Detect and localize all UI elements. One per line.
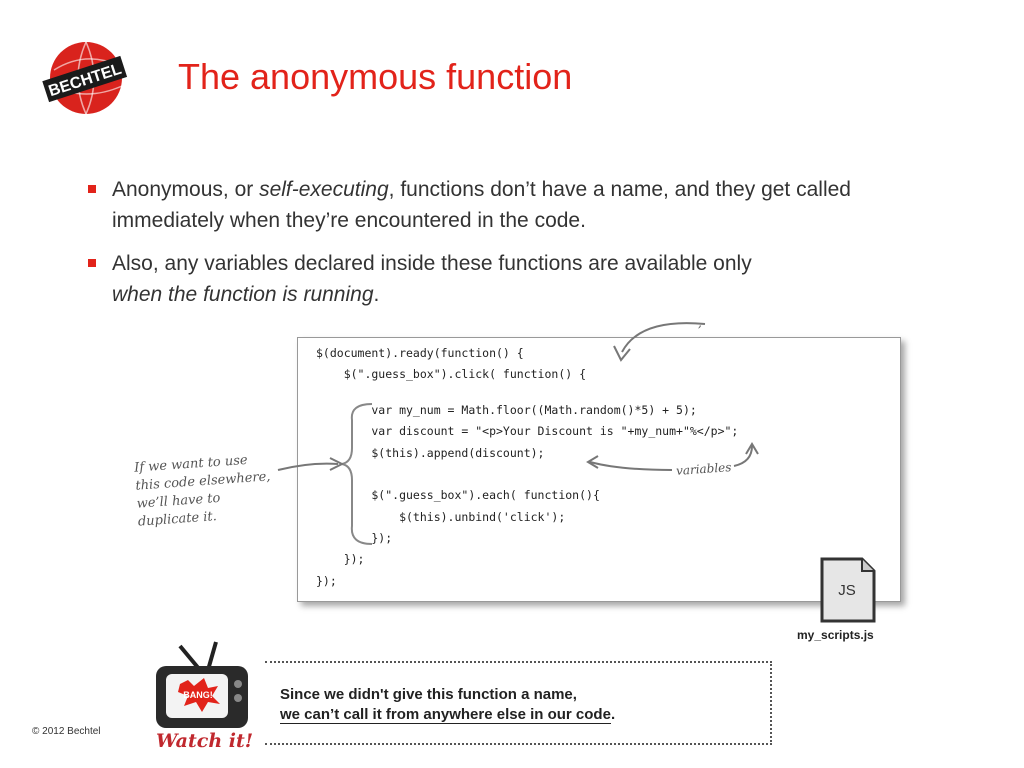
bang-text: BANG! [183,690,213,700]
bullet-italic-text: when the function is running [112,283,374,306]
watch-it-callout [265,661,772,745]
code-line: }); [316,574,337,588]
code-line: var discount = "<p>Your Discount is "+my… [316,424,739,438]
bullet-marker-icon [88,185,96,193]
code-line: $(this).append(discount); [316,446,545,460]
top-annotation-mark: , [698,316,702,330]
watch-it-label: Watch it! [156,730,254,752]
code-line: $(document).ready(function() { [316,346,524,360]
bullet-text: Also, any variables declared inside thes… [112,252,752,275]
bullet-item-2: Also, any variables declared inside thes… [88,248,968,310]
watch-it-line2-end: . [610,706,616,723]
code-line: $(this).unbind('click'); [316,510,566,524]
code-panel [297,337,901,602]
bullet-marker-icon [88,259,96,267]
code-line: $(".guess_box").each( function(){ [316,488,600,502]
copyright-text: © 2012 Bechtel [32,726,101,737]
file-icon-text: JS [838,582,856,599]
js-file-icon: JS [818,555,878,625]
code-line: var my_num = Math.floor((Math.random()*5… [316,403,697,417]
bullet-text: . [373,283,380,306]
watch-it-line2: we can’t call it from anywhere else in o… [280,706,611,724]
file-label: my_scripts.js [797,628,874,642]
bullet-list: Anonymous, or self-executing, functions … [88,174,968,322]
bullet-text: , functions don’t have a name, and they … [112,178,851,232]
tv-icon: BANG! [150,640,262,742]
code-line: $(".guess_box").click( function() { [316,367,587,381]
code-line: }); [316,552,365,566]
watch-it-text: Since we didn't give this function a nam… [280,685,615,725]
slide-title: The anonymous function [178,56,573,97]
bullet-item-1: Anonymous, or self-executing, functions … [88,174,968,236]
bullet-italic-text: self-executing [259,178,389,201]
code-line: }); [316,531,393,545]
handwritten-note: If we want to use this code elsewhere, w… [134,450,274,531]
watch-it-line1: Since we didn't give this function a nam… [280,686,577,703]
bechtel-logo: BECHTEL [40,40,130,118]
bullet-text: Anonymous, or [112,178,260,201]
